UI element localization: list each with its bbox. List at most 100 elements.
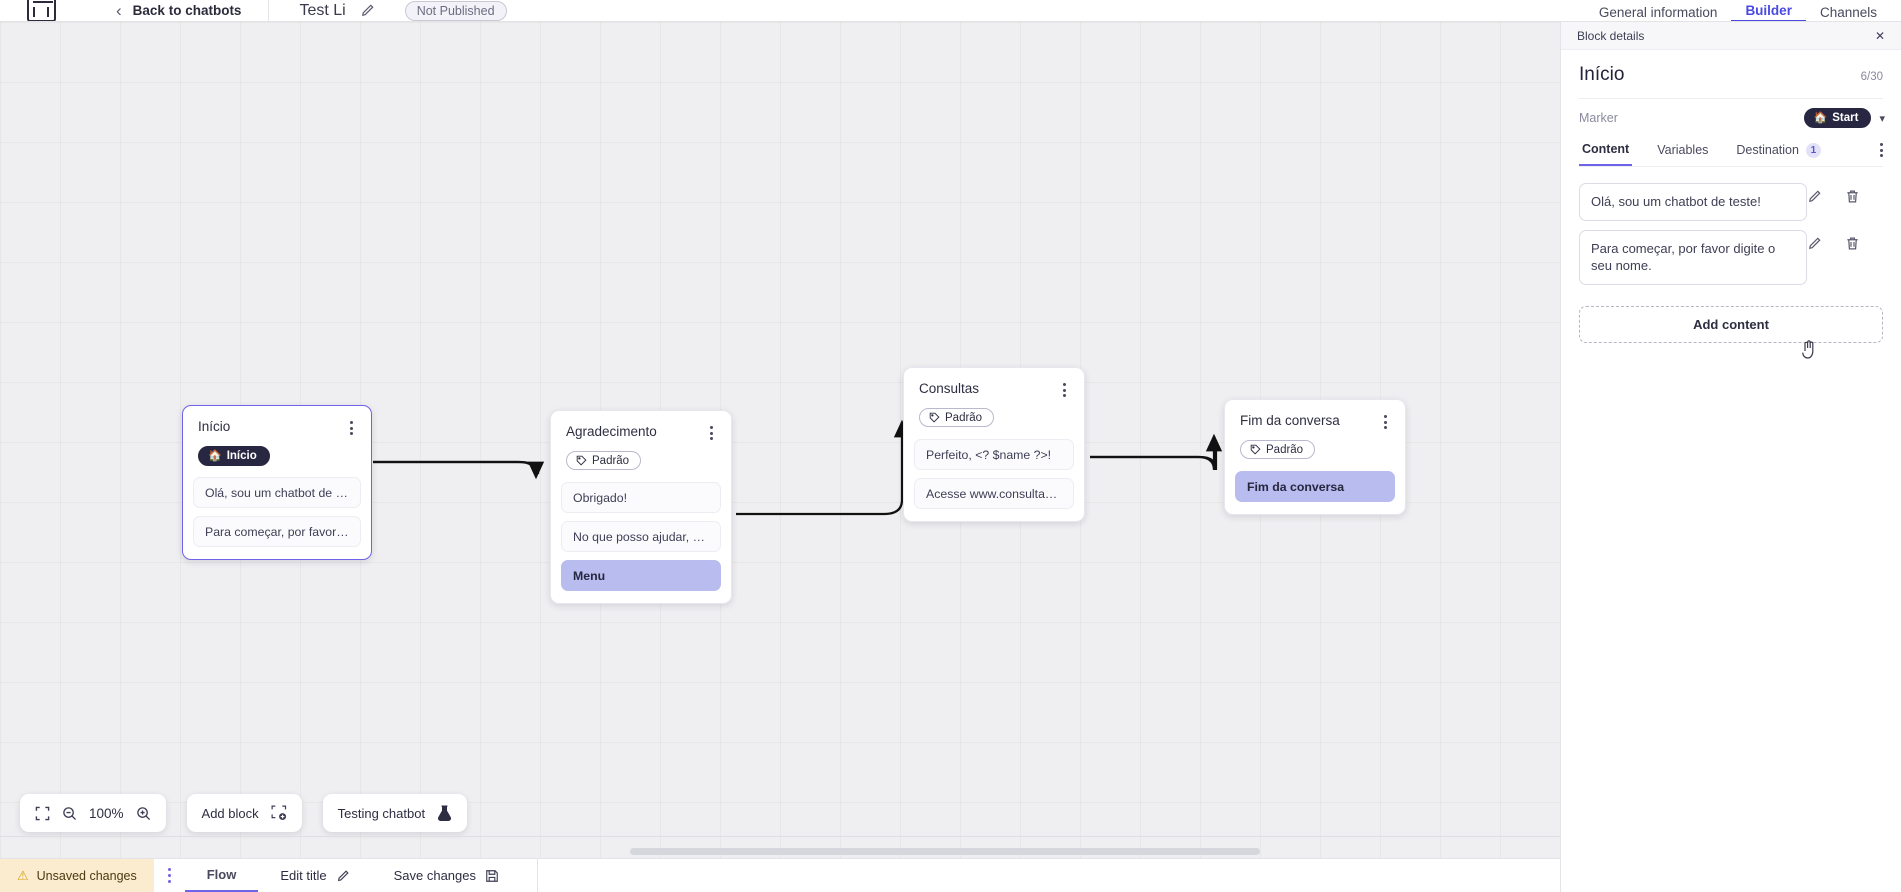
- add-block-button[interactable]: Add block: [186, 794, 302, 832]
- content-row-actions: [1807, 230, 1883, 251]
- add-block-icon: [271, 805, 287, 821]
- kebab-menu-icon[interactable]: [1060, 381, 1069, 399]
- tab-variables[interactable]: Variables: [1654, 143, 1711, 165]
- kebab-menu-icon[interactable]: [347, 419, 356, 437]
- node-title: Consultas: [919, 381, 980, 396]
- marker-select[interactable]: 🏠 Start ▾: [1803, 108, 1885, 128]
- node-tag-padrao: Padrão: [1240, 440, 1316, 460]
- node-content-chip[interactable]: Perfeito, <? $name ?>!: [914, 439, 1074, 471]
- content-list: Olá, sou um chatbot de teste! Para: [1561, 167, 1901, 285]
- publish-status-badge: Not Published: [404, 0, 507, 21]
- zoom-in-icon[interactable]: [136, 806, 151, 821]
- close-icon[interactable]: ✕: [1874, 28, 1885, 43]
- tag-icon: [576, 455, 587, 466]
- chevron-left-icon[interactable]: ‹: [116, 1, 122, 20]
- node-content-chip-menu[interactable]: Fim da conversa: [1235, 471, 1395, 503]
- home-icon: 🏠: [1813, 111, 1828, 124]
- save-changes-button[interactable]: Save changes: [372, 859, 521, 892]
- testing-chatbot-label: Testing chatbot: [337, 805, 426, 821]
- kebab-menu-icon[interactable]: [1880, 142, 1883, 165]
- content-item-row: Para começar, por favor digite o seu nom…: [1579, 229, 1883, 285]
- trash-icon[interactable]: [1845, 189, 1883, 204]
- pencil-icon[interactable]: [360, 3, 375, 18]
- content-row-actions: [1807, 183, 1883, 204]
- app-logo-icon[interactable]: [27, 0, 56, 21]
- tab-content[interactable]: Content: [1579, 142, 1633, 166]
- panel-tabs: Content Variables Destination 1: [1579, 142, 1883, 167]
- panel-title-row: Início 6/30: [1561, 50, 1901, 86]
- flow-canvas[interactable]: Início 🏠 Início Olá, sou um chatbot de t…: [0, 22, 1560, 858]
- edit-title-button[interactable]: Edit title: [258, 859, 371, 892]
- node-content-chip[interactable]: Acesse www.consultas.com par...: [914, 478, 1074, 510]
- flow-node-agradecimento[interactable]: Agradecimento Padrão Obrigado! No que po…: [550, 410, 732, 605]
- node-title: Início: [198, 419, 231, 434]
- node-content-chip-menu[interactable]: Menu: [561, 560, 721, 592]
- scrollbar-thumb[interactable]: [630, 848, 1260, 855]
- zoom-level: 100%: [89, 805, 124, 821]
- content-text[interactable]: Olá, sou um chatbot de teste!: [1579, 183, 1807, 221]
- node-tag-label: Padrão: [1266, 443, 1304, 456]
- tab-destination[interactable]: Destination 1: [1733, 142, 1824, 166]
- node-title-row: Consultas: [919, 381, 1069, 399]
- flow-node-inicio[interactable]: Início 🏠 Início Olá, sou um chatbot de t…: [182, 405, 372, 561]
- fit-screen-icon[interactable]: [35, 806, 50, 821]
- trash-icon[interactable]: [1845, 236, 1883, 251]
- node-tag-label: Padrão: [945, 411, 983, 424]
- node-body: Obrigado! No que posso ajudar, <? $name …: [551, 471, 731, 603]
- testing-chatbot-button[interactable]: Testing chatbot: [322, 794, 468, 832]
- canvas-hscrollbar[interactable]: [0, 848, 1560, 855]
- kebab-menu-icon[interactable]: [167, 868, 171, 883]
- tab-channels[interactable]: Channels: [1819, 5, 1877, 20]
- content-text[interactable]: Para começar, por favor digite o seu nom…: [1579, 229, 1807, 285]
- tab-builder[interactable]: Builder: [1731, 0, 1806, 21]
- marker-start-badge[interactable]: 🏠 Start: [1803, 108, 1872, 128]
- node-header: Agradecimento Padrão: [551, 411, 731, 471]
- node-body: Fim da conversa: [1225, 460, 1405, 514]
- back-to-chatbots-link[interactable]: Back to chatbots: [132, 3, 242, 18]
- node-content-chip[interactable]: Olá, sou um chatbot de teste!: [193, 477, 361, 509]
- node-title: Agradecimento: [566, 424, 657, 439]
- add-content-button[interactable]: Add content: [1579, 305, 1883, 343]
- panel-header: Block details ✕: [1561, 22, 1901, 50]
- statusbar-tab-flow[interactable]: Flow: [184, 859, 259, 892]
- tab-general-information[interactable]: General information: [1598, 5, 1718, 20]
- top-nav-tabs: General information Builder Channels: [1585, 0, 1901, 21]
- chevron-down-icon[interactable]: ▾: [1879, 112, 1885, 125]
- bot-title: Test Li: [299, 1, 346, 19]
- save-disk-icon: [485, 869, 499, 883]
- destination-count-badge: 1: [1805, 142, 1821, 158]
- kebab-menu-icon[interactable]: [707, 424, 716, 442]
- canvas-bottom-divider: [0, 836, 1560, 837]
- top-bar: ‹ Back to chatbots Test Li Not Published…: [0, 0, 1901, 22]
- kebab-menu-icon[interactable]: [1381, 413, 1390, 431]
- edit-title-label: Edit title: [280, 868, 327, 883]
- zoom-out-icon[interactable]: [62, 806, 77, 821]
- panel-header-label: Block details: [1577, 28, 1645, 43]
- node-content-chip[interactable]: No que posso ajudar, <? $name ...: [561, 521, 721, 553]
- unsaved-changes-banner: ⚠ Unsaved changes: [0, 858, 154, 892]
- block-details-panel: Block details ✕ Início 6/30 Marker 🏠 Sta…: [1560, 22, 1901, 892]
- block-counter: 6/30: [1860, 71, 1883, 83]
- unsaved-changes-label: Unsaved changes: [36, 868, 137, 883]
- tag-icon: [1250, 444, 1261, 455]
- pencil-icon[interactable]: [1807, 189, 1845, 204]
- tab-variables-label: Variables: [1657, 143, 1709, 157]
- node-tag-label: Padrão: [592, 454, 630, 467]
- node-content-chip[interactable]: Obrigado!: [561, 482, 721, 514]
- node-header: Consultas Padrão: [904, 368, 1084, 428]
- pencil-icon[interactable]: [1807, 236, 1845, 251]
- node-header: Fim da conversa Padrão: [1225, 400, 1405, 460]
- tab-content-label: Content: [1582, 142, 1630, 156]
- save-changes-label: Save changes: [393, 868, 476, 883]
- pencil-icon: [336, 869, 350, 883]
- node-title-row: Agradecimento: [566, 424, 716, 442]
- tab-destination-label: Destination: [1736, 143, 1799, 157]
- node-content-chip[interactable]: Para começar, por favor digite o ...: [193, 516, 361, 548]
- panel-separator: [1579, 98, 1883, 99]
- flow-node-fim-da-conversa[interactable]: Fim da conversa Padrão Fim da conversa: [1224, 399, 1406, 516]
- node-header: Início 🏠 Início: [183, 406, 371, 467]
- flow-node-consultas[interactable]: Consultas Padrão Perfeito, <? $name ?>! …: [903, 367, 1085, 523]
- node-title-row: Início: [198, 419, 356, 437]
- node-body: Olá, sou um chatbot de teste! Para começ…: [183, 466, 371, 559]
